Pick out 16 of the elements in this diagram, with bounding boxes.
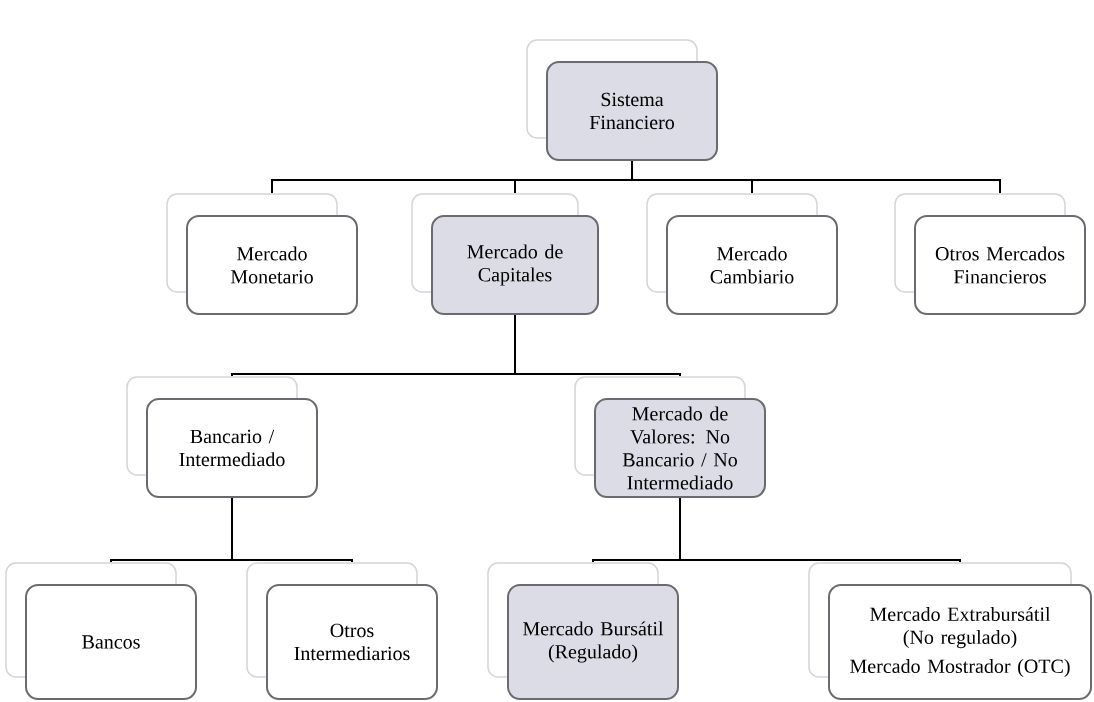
connector-line [679, 497, 961, 563]
connector-line [631, 160, 1001, 194]
process-box: Bancos [5, 562, 197, 700]
process-box: Bancario / Intermediado [126, 376, 318, 498]
node-label: Intermediado [627, 475, 733, 490]
connector-line [514, 314, 681, 377]
process-box: Mercado de Capitales [411, 193, 599, 315]
process-box: Sistema Financiero [526, 39, 718, 161]
process-box: Otros Mercados Financieros [894, 193, 1086, 315]
process-box: Mercado Extrabursátil (No regulado) Mercado Mostrador (OTC) [808, 562, 1092, 700]
process-box: Mercado Bursátil (Regulado) [487, 562, 679, 700]
process-box: Otros Intermediarios [246, 562, 438, 700]
process-box: Mercado Monetario [166, 193, 358, 315]
process-box: Mercado de Valores: No Bancario / No Intermediado [574, 376, 766, 498]
process-box: Mercado Cambiario [646, 193, 838, 315]
connector-line [231, 497, 353, 563]
